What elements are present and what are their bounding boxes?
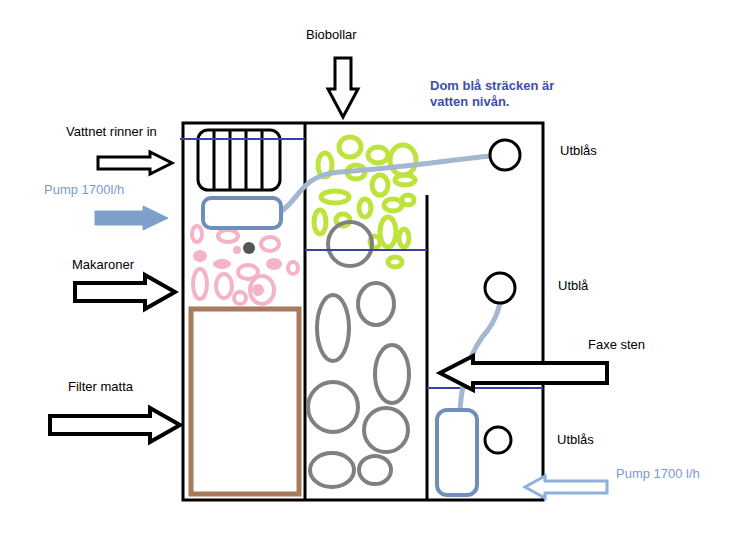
part-label: Biobollar	[306, 27, 357, 43]
macaroni-filled	[193, 246, 282, 296]
filter-mat	[191, 309, 299, 494]
stones	[308, 222, 409, 487]
note: Dom blå sträcken är vatten nivån.	[430, 78, 565, 110]
divider	[426, 195, 429, 500]
pointer-arrow	[50, 58, 607, 442]
pump	[203, 198, 281, 228]
pump-arrow	[525, 476, 607, 498]
outlet-label: Utblås	[557, 432, 594, 448]
pump-label: Pump 1700l/h	[44, 182, 124, 198]
part-label: Vattnet rinner in	[66, 124, 157, 140]
bioballs	[314, 137, 416, 267]
tank-outline	[183, 123, 543, 500]
part-label: Makaroner	[72, 257, 134, 273]
divider	[304, 123, 307, 500]
part-label: Faxe sten	[588, 337, 645, 353]
pump	[437, 410, 477, 495]
macaroni	[192, 226, 298, 304]
outlet	[485, 140, 520, 453]
outlet-label: Utblås	[560, 143, 597, 159]
dark-stone	[243, 242, 255, 254]
water-level	[180, 139, 543, 388]
pump-arrow	[95, 206, 168, 230]
outlet-label: Utblå	[558, 278, 588, 294]
pump-label: Pump 1700 l/h	[616, 466, 700, 482]
part-label: Filter matta	[68, 379, 133, 395]
